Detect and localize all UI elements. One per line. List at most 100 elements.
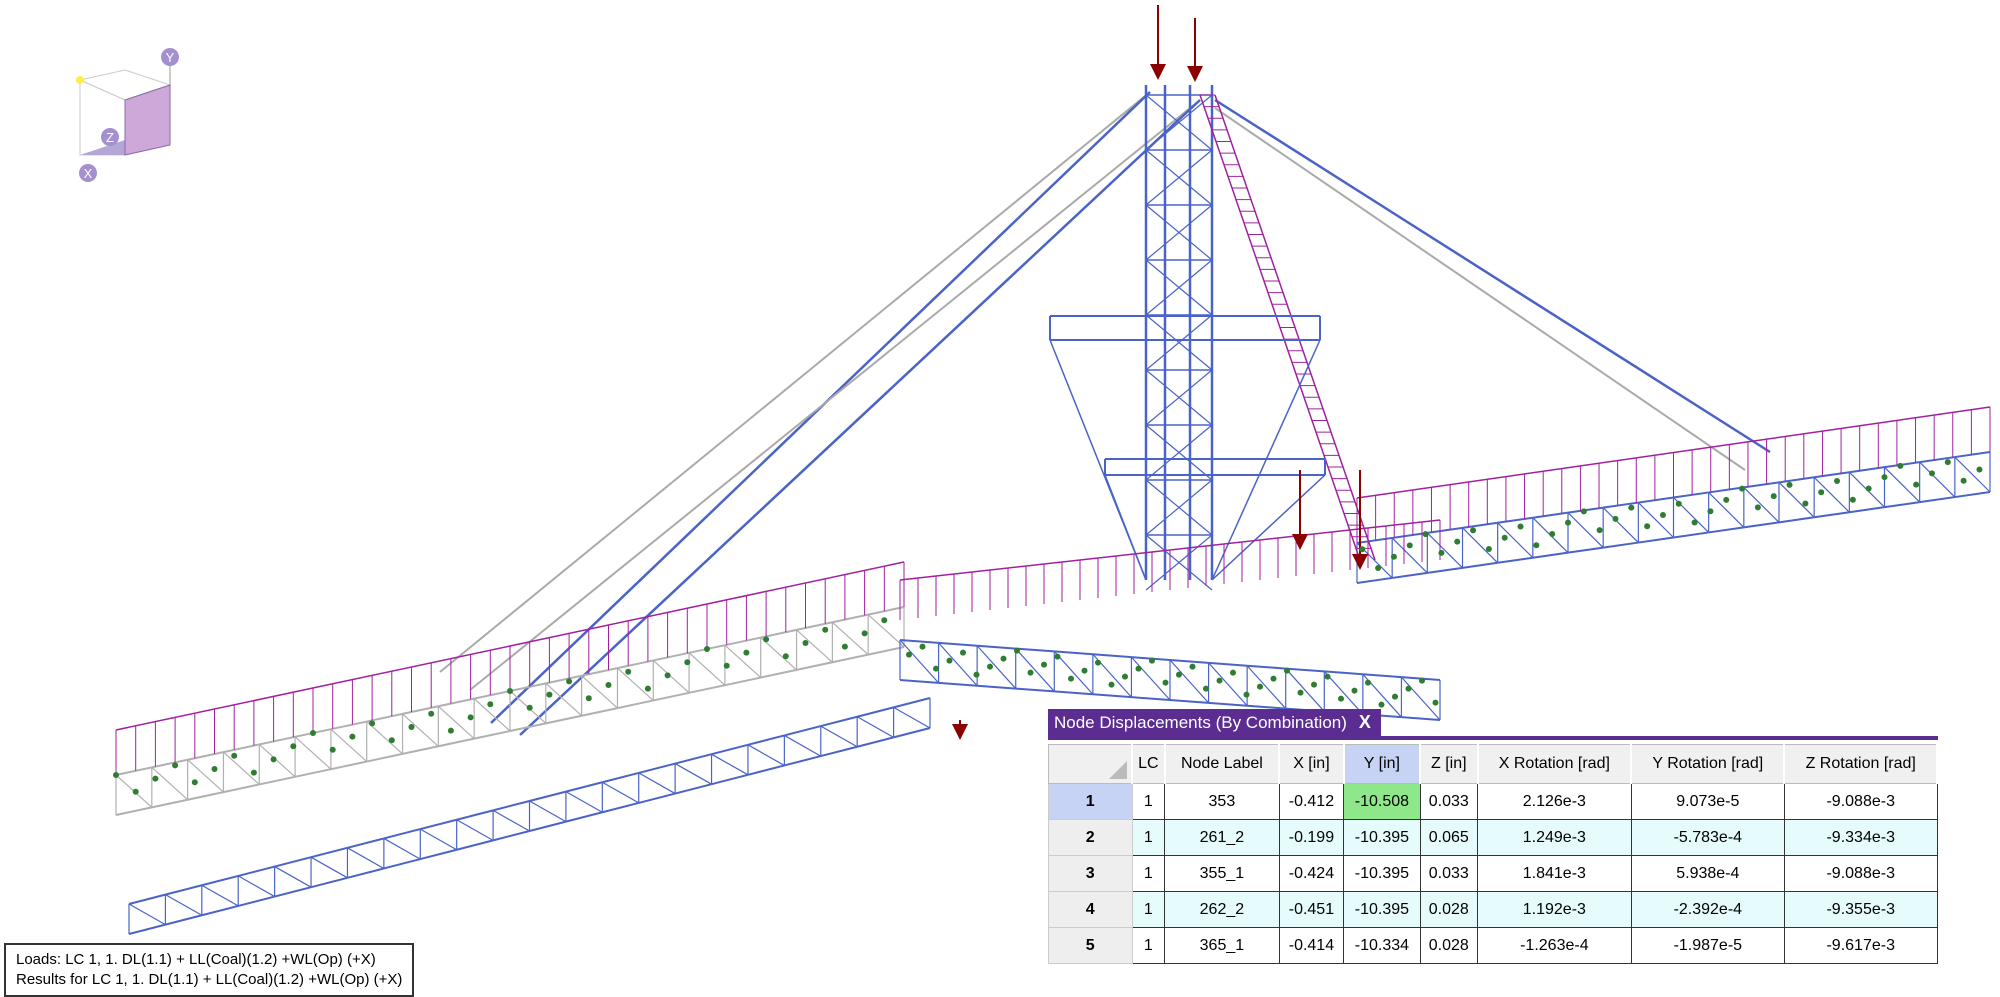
table-cell[interactable]: -1.263e-4	[1477, 927, 1632, 964]
node[interactable]	[1739, 485, 1746, 492]
column-header[interactable]: Y [in]	[1343, 744, 1422, 784]
node[interactable]	[1365, 679, 1371, 686]
node[interactable]	[1284, 667, 1290, 674]
table-cell[interactable]: -9.617e-3	[1783, 927, 1938, 964]
node[interactable]	[1216, 677, 1223, 684]
node[interactable]	[743, 649, 750, 656]
node[interactable]	[1501, 534, 1508, 541]
node[interactable]	[1203, 685, 1209, 692]
node[interactable]	[447, 727, 454, 734]
table-cell[interactable]: 0.065	[1419, 819, 1479, 856]
panel-tab[interactable]: Node Displacements (By Combination) X	[1048, 709, 1381, 736]
node[interactable]	[1470, 527, 1477, 534]
node[interactable]	[585, 695, 592, 702]
node[interactable]	[1565, 519, 1571, 526]
node[interactable]	[1432, 699, 1439, 706]
view-cube[interactable]: Y Z X	[70, 45, 200, 185]
table-cell[interactable]: -9.355e-3	[1783, 891, 1938, 928]
row-header[interactable]: 5	[1048, 927, 1133, 964]
node[interactable]	[1162, 679, 1169, 686]
table-cell[interactable]: -0.414	[1278, 927, 1345, 964]
node[interactable]	[1786, 481, 1793, 488]
table-cell[interactable]: -0.199	[1278, 819, 1345, 856]
column-header[interactable]: Node Label	[1164, 744, 1281, 784]
table-cell[interactable]: -1.987e-5	[1630, 927, 1785, 964]
select-all-corner[interactable]	[1048, 744, 1133, 784]
node[interactable]	[1351, 687, 1358, 694]
node[interactable]	[1691, 519, 1698, 526]
node[interactable]	[487, 701, 494, 708]
node[interactable]	[1675, 500, 1682, 507]
table-cell[interactable]: 262_2	[1164, 891, 1280, 928]
row-header[interactable]: 3	[1048, 855, 1133, 892]
node[interactable]	[1849, 496, 1856, 503]
node[interactable]	[1517, 523, 1524, 530]
table-cell[interactable]: -10.395	[1343, 855, 1421, 892]
node[interactable]	[191, 779, 198, 786]
node[interactable]	[467, 714, 474, 721]
table-cell[interactable]: 1	[1131, 819, 1166, 856]
node[interactable]	[1375, 564, 1382, 571]
table-cell[interactable]: 5.938e-4	[1630, 855, 1785, 892]
node[interactable]	[1189, 663, 1196, 670]
node[interactable]	[369, 720, 376, 727]
row-header[interactable]: 2	[1048, 819, 1133, 856]
node[interactable]	[861, 630, 868, 637]
node[interactable]	[310, 730, 316, 736]
node[interactable]	[1095, 659, 1101, 666]
table-cell[interactable]: 0.028	[1419, 927, 1479, 964]
table-cell[interactable]: -0.412	[1278, 783, 1345, 820]
table-cell[interactable]: 0.033	[1419, 855, 1479, 892]
node[interactable]	[644, 685, 651, 692]
node[interactable]	[919, 643, 926, 650]
node[interactable]	[1419, 677, 1425, 684]
node[interactable]	[1122, 673, 1128, 680]
node[interactable]	[987, 663, 993, 670]
node[interactable]	[270, 756, 277, 763]
node[interactable]	[329, 746, 336, 753]
node[interactable]	[822, 626, 829, 633]
node[interactable]	[1149, 657, 1155, 664]
node[interactable]	[1596, 527, 1603, 534]
node[interactable]	[388, 737, 395, 744]
node[interactable]	[1297, 689, 1304, 696]
node[interactable]	[1081, 667, 1088, 674]
table-cell[interactable]: 1.841e-3	[1477, 855, 1632, 892]
table-cell[interactable]: -2.392e-4	[1630, 891, 1785, 928]
node[interactable]	[1324, 673, 1331, 680]
node[interactable]	[290, 743, 297, 750]
table-cell[interactable]: 353	[1164, 783, 1280, 820]
table-cell[interactable]: 1	[1131, 927, 1166, 964]
node[interactable]	[132, 788, 139, 795]
node[interactable]	[605, 682, 612, 688]
node[interactable]	[1628, 504, 1635, 511]
node[interactable]	[1928, 470, 1935, 477]
node[interactable]	[1485, 546, 1492, 553]
node[interactable]	[1533, 542, 1540, 549]
node[interactable]	[1754, 504, 1761, 511]
node[interactable]	[1359, 546, 1366, 553]
row-header[interactable]: 1	[1048, 783, 1133, 820]
node[interactable]	[1802, 500, 1809, 507]
node[interactable]	[1108, 681, 1115, 688]
table-cell[interactable]: 1	[1131, 891, 1166, 928]
node[interactable]	[782, 653, 789, 660]
node[interactable]	[1897, 462, 1904, 469]
node[interactable]	[1723, 496, 1730, 503]
table-cell[interactable]: -0.451	[1278, 891, 1345, 928]
node[interactable]	[1054, 653, 1061, 660]
node[interactable]	[960, 649, 966, 656]
node[interactable]	[1041, 661, 1047, 668]
node[interactable]	[1338, 695, 1344, 702]
node[interactable]	[507, 688, 513, 694]
node[interactable]	[763, 636, 770, 643]
node[interactable]	[973, 671, 980, 678]
axis-y-icon[interactable]: Y	[161, 48, 179, 66]
node[interactable]	[211, 766, 218, 772]
node[interactable]	[1000, 655, 1007, 662]
node[interactable]	[1135, 665, 1142, 672]
